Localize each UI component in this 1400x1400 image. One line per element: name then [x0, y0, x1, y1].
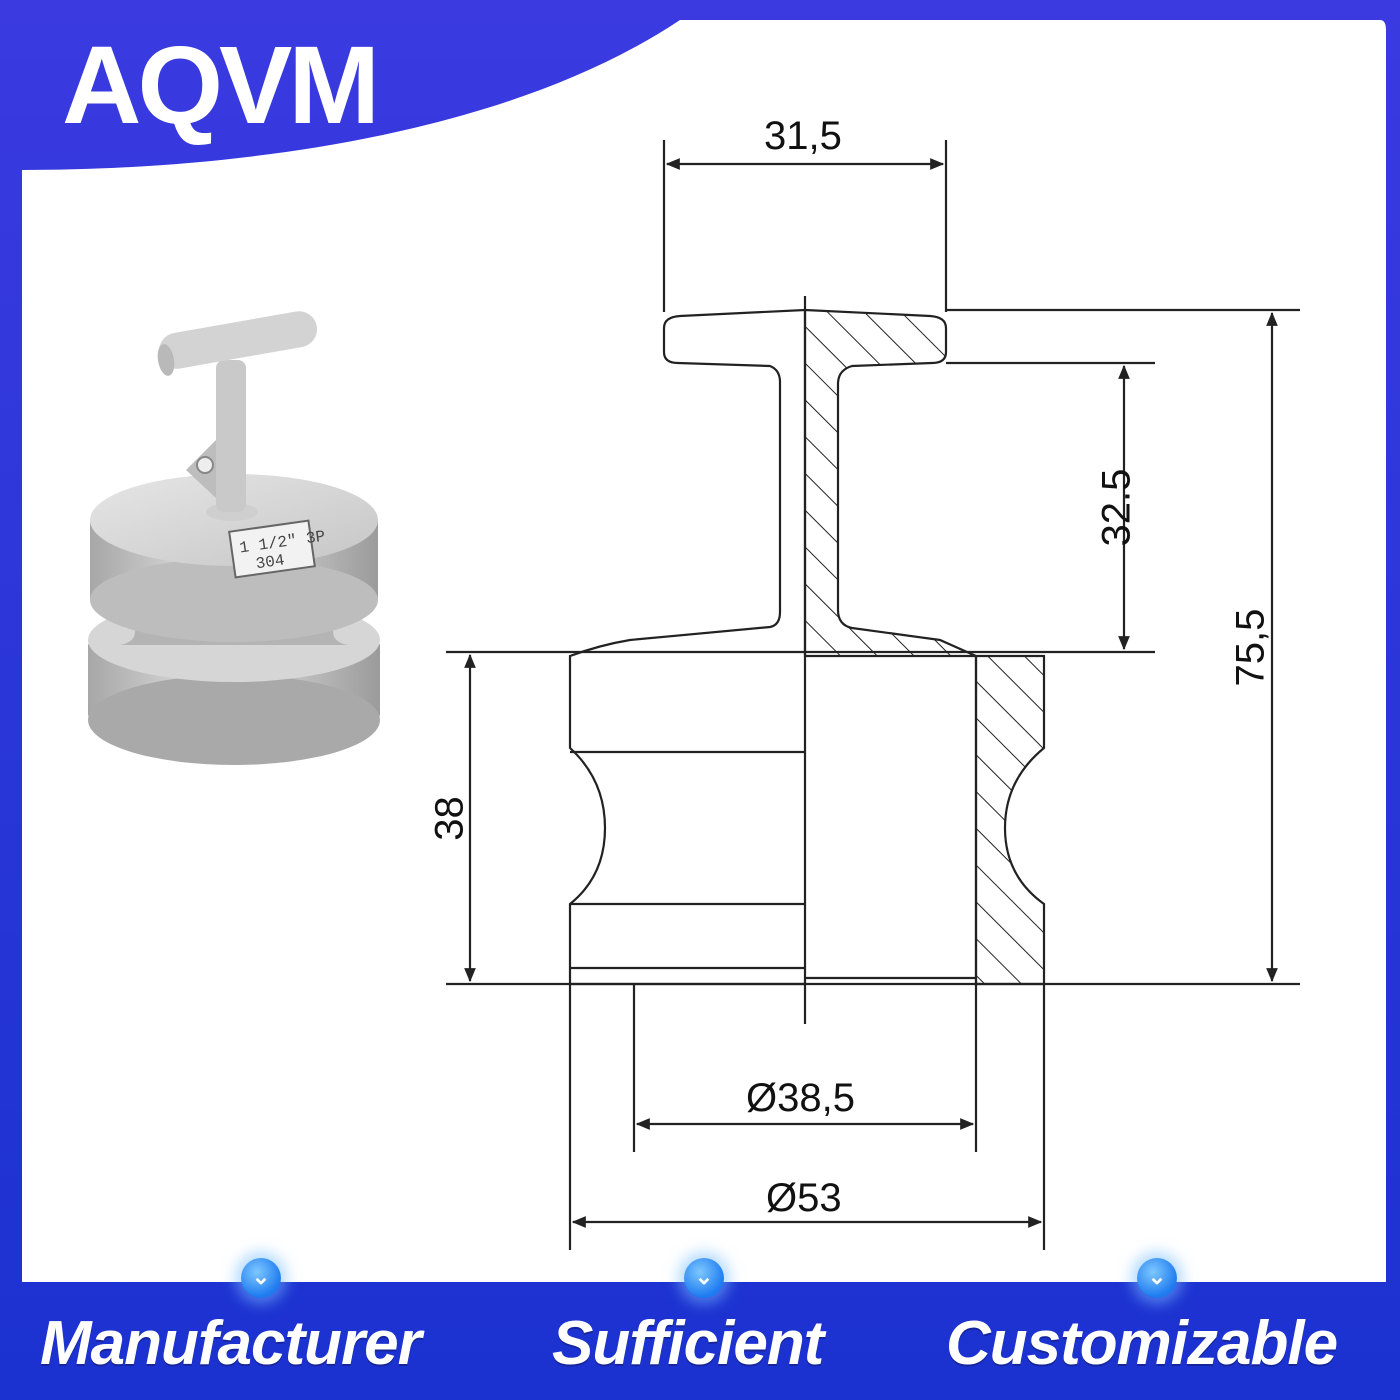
brand-logo: AQVM [62, 24, 380, 147]
technical-drawing [446, 140, 1300, 1250]
dim-outer-diameter: Ø53 [766, 1176, 842, 1220]
dim-total-height: 75,5 [1228, 608, 1273, 687]
feature-manufacturer: Manufacturer [40, 1309, 422, 1378]
dim-body-height: 38 [427, 796, 472, 841]
dim-plug-height: 32.5 [1094, 468, 1139, 547]
chevron-down-icon: ⌄ [684, 1258, 724, 1298]
chevron-down-icon: ⌄ [241, 1258, 281, 1298]
feature-sufficient: Sufficient [552, 1309, 824, 1378]
feature-customizable: Customizable [946, 1309, 1338, 1378]
product-illustration: 1 1/2" 3P 304 [88, 311, 380, 765]
marking-line2: 304 [255, 551, 286, 573]
dim-inner-diameter: Ø38,5 [746, 1076, 855, 1120]
dim-handle-width: 31,5 [764, 114, 842, 158]
chevron-down-icon: ⌄ [1137, 1258, 1177, 1298]
